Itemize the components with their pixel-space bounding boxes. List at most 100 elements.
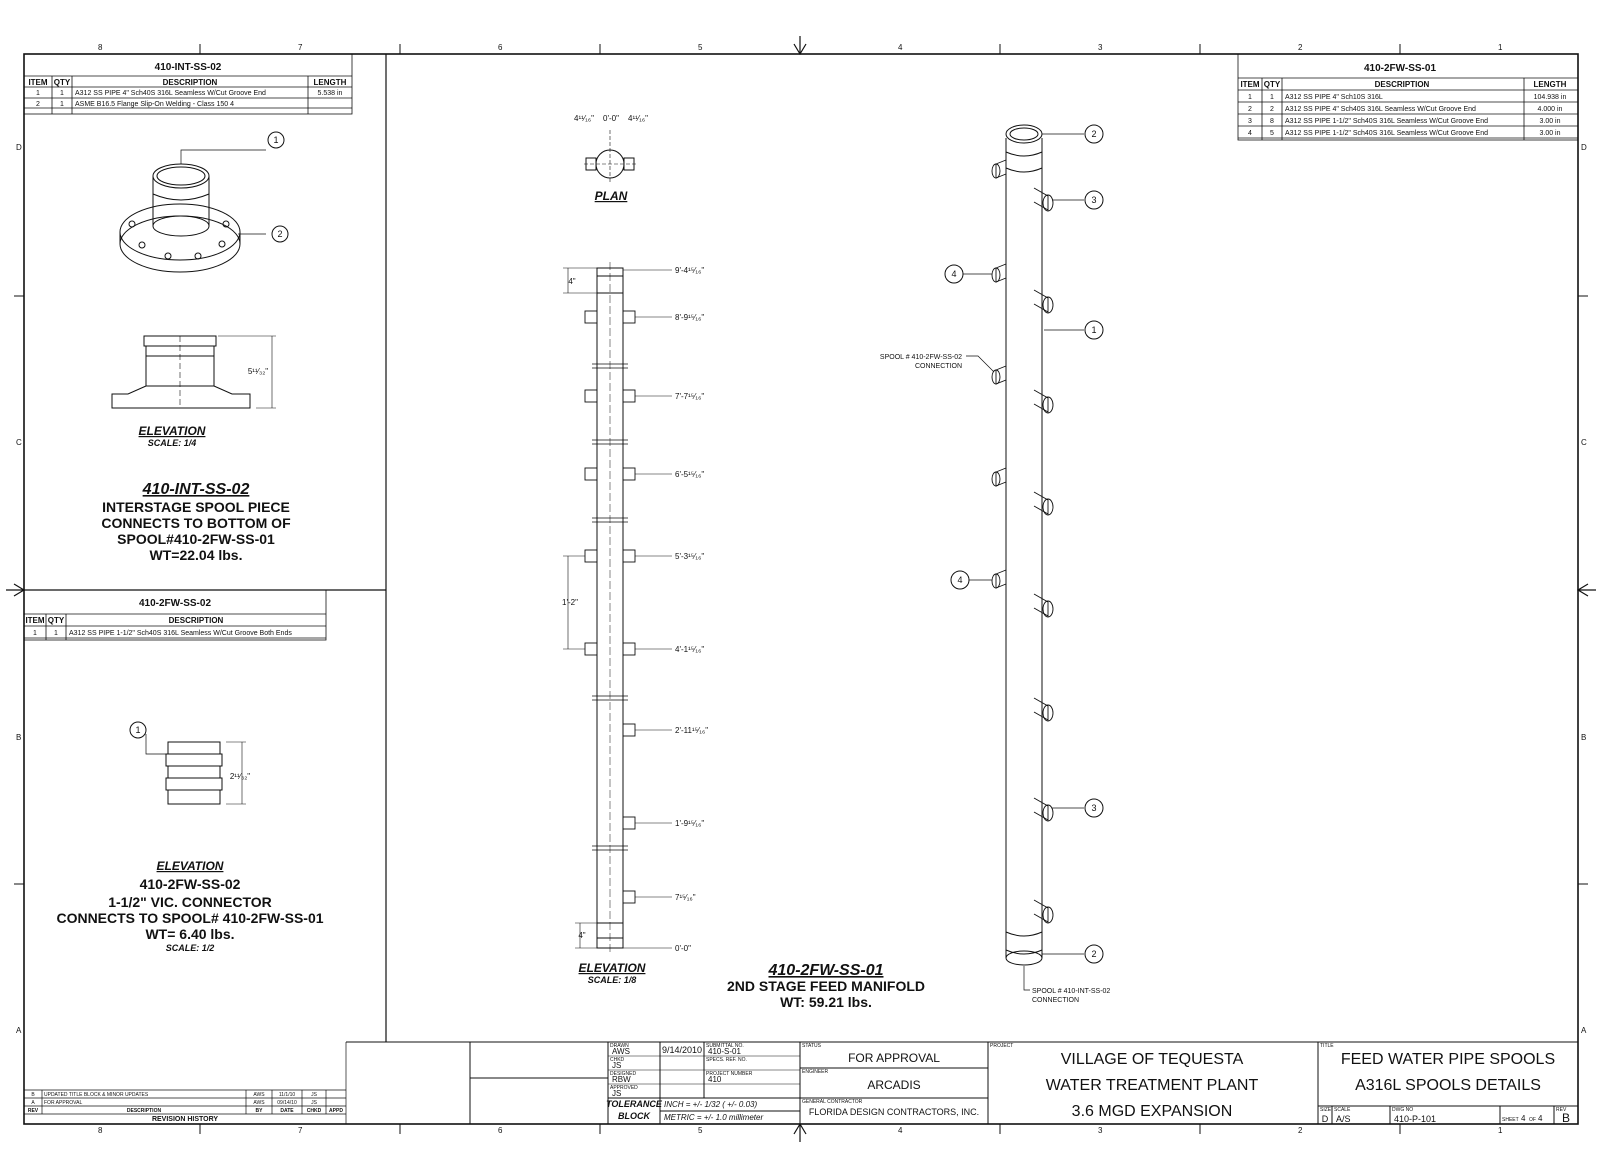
cell: A312 SS PIPE 4" Sch10S 316L: [1285, 94, 1383, 101]
col-item: ITEM: [28, 78, 47, 87]
iso-note-top-2: CONNECTION: [915, 363, 962, 370]
iso-balloon-4-top: 4: [944, 264, 964, 284]
cell: 4.000 in: [1538, 106, 1563, 113]
project-label: PROJECT: [990, 1043, 1013, 1049]
engineer-value: ARCADIS: [867, 1078, 920, 1092]
zone-bottom-6: 6: [498, 1126, 503, 1135]
svg-text:4: 4: [957, 575, 962, 585]
svg-text:1: 1: [135, 725, 140, 735]
svg-text:3: 3: [1091, 195, 1096, 205]
of-label: OF: [1529, 1117, 1536, 1123]
bom-title: 410-INT-SS-02: [155, 62, 222, 73]
zone-bottom-7: 7: [298, 1126, 303, 1135]
rev-hdr-by: BY: [256, 1108, 264, 1114]
tolerance-metric: METRIC = +/- 1.0 millimeter: [664, 1113, 763, 1122]
rev-title: REVISION HISTORY: [152, 1116, 218, 1123]
cell: A312 SS PIPE 4" Sch40S 316L Seamless W/C…: [75, 90, 266, 97]
cell: 1: [54, 630, 58, 637]
manifold-plan-view: [584, 130, 636, 182]
vic-line1: 1-1/2" VIC. CONNECTOR: [108, 894, 272, 910]
balloon-int-2: 2: [271, 225, 289, 243]
iso-branch-right: [1033, 187, 1054, 924]
manifold-line2: WT: 59.21 lbs.: [780, 994, 872, 1010]
dwg-value: 410-P-101: [1394, 1114, 1436, 1124]
rev-b-desc: UPDATED TITLE BLOCK & MINOR UPDATES: [44, 1092, 149, 1098]
int-spool-iso-view: [119, 149, 266, 273]
iso-balloon-2-top: 2: [1084, 124, 1104, 144]
cell: 1: [1248, 94, 1252, 101]
iso-balloon-3-top: 3: [1084, 190, 1104, 210]
int-spool-line1: INTERSTAGE SPOOL PIECE: [102, 499, 290, 515]
tolerance-label: TOLERANCE: [606, 1099, 663, 1109]
revision-history: B UPDATED TITLE BLOCK & MINOR UPDATES AW…: [24, 1042, 347, 1124]
cell: 2: [1248, 106, 1252, 113]
elev-dim-5-3: 5'-3¹⁵⁄₁₆": [675, 552, 704, 561]
zone-right-d: D: [1581, 143, 1587, 152]
cell: 1: [60, 90, 64, 97]
elev-dim-4-bottom: 4": [578, 931, 585, 940]
rev-hdr-rev: REV: [28, 1108, 39, 1114]
cell: 3.00 in: [1539, 118, 1560, 125]
cell: ASME B16.5 Flange Slip-On Welding - Clas…: [75, 101, 234, 108]
zone-bottom-1: 1: [1498, 1126, 1503, 1135]
tolerance-block: BLOCK: [618, 1111, 651, 1121]
status-value: FOR APPROVAL: [848, 1051, 940, 1065]
submittal-value: 410-S-01: [708, 1047, 741, 1056]
elev-dim-6-5: 6'-5¹⁵⁄₁₆": [675, 470, 704, 479]
zone-bottom-8: 8: [98, 1126, 103, 1135]
manifold-elev-scale: SCALE: 1/8: [588, 975, 637, 985]
project-line2: WATER TREATMENT PLANT: [1046, 1077, 1259, 1094]
svg-text:2: 2: [1091, 949, 1096, 959]
vic-name: 410-2FW-SS-02: [140, 876, 241, 892]
project-no-label: PROJECT NUMBER: [706, 1071, 753, 1077]
int-spool-line4: WT=22.04 lbs.: [150, 547, 243, 563]
col-qty: QTY: [48, 616, 65, 625]
cell: A312 SS PIPE 1-1/2" Sch40S 316L Seamless…: [1285, 118, 1488, 125]
drawn-value: AWS: [612, 1047, 630, 1056]
bom-table-2fw-ss-02: 410-2FW-SS-02 ITEM QTY DESCRIPTION 1 1 A…: [23, 589, 327, 641]
svg-text:2: 2: [277, 229, 282, 239]
manifold-name: 410-2FW-SS-01: [768, 962, 884, 979]
plan-dim-center: 0'-0": [603, 114, 619, 123]
bom-title: 410-2FW-SS-02: [139, 598, 211, 609]
rev-b-by: AWS: [253, 1092, 265, 1098]
rev-hdr-desc: DESCRIPTION: [127, 1108, 162, 1114]
int-elev-scale: SCALE: 1/4: [148, 438, 197, 448]
title-line2: A316L SPOOLS DETAILS: [1355, 1077, 1541, 1094]
iso-balloon-1: 1: [1084, 320, 1104, 340]
col-description: DESCRIPTION: [1375, 80, 1430, 89]
chkd-label: CHKD: [610, 1057, 625, 1063]
iso-balloon-2-bottom: 2: [1084, 944, 1104, 964]
iso-branch-left: [991, 159, 1007, 589]
zone-top-7: 7: [298, 43, 303, 52]
svg-text:4: 4: [951, 269, 956, 279]
cell: 3.00 in: [1539, 130, 1560, 137]
title-block: DRAWN AWS 9/14/2010 CHKD JS DESIGNED RBW…: [346, 1041, 1578, 1125]
zone-bottom-4: 4: [898, 1126, 903, 1135]
zone-right-c: C: [1581, 438, 1587, 447]
spec-label: SPECS. REF. NO.: [706, 1057, 747, 1063]
cell: 5.538 in: [318, 90, 343, 97]
svg-text:1: 1: [1091, 325, 1096, 335]
contractor-label: GENERAL CONTRACTOR: [802, 1099, 863, 1105]
cell: 4: [1248, 130, 1252, 137]
sheet-value: 4: [1521, 1114, 1526, 1123]
manifold-elev-label: ELEVATION: [579, 961, 646, 975]
scale-label: SCALE: [1334, 1107, 1351, 1113]
iso-note-top-1: SPOOL # 410-2FW-SS-02: [880, 354, 962, 361]
drawn-date: 9/14/2010: [662, 1045, 702, 1055]
int-elev-label: ELEVATION: [139, 424, 206, 438]
of-value: 4: [1538, 1114, 1543, 1123]
cell: 1: [36, 90, 40, 97]
rev-hdr-appd: APPD: [329, 1108, 343, 1114]
rev-hdr-chkd: CHKD: [307, 1108, 322, 1114]
elev-dim-0-0: 0'-0": [675, 944, 691, 953]
zone-left-d: D: [16, 143, 22, 152]
col-qty: QTY: [1264, 80, 1281, 89]
int-spool-name: 410-INT-SS-02: [142, 481, 250, 498]
elev-dim-span: 1'-2": [562, 598, 578, 607]
col-description: DESCRIPTION: [169, 616, 224, 625]
elev-dim-4-1: 4'-1¹⁵⁄₁₆": [675, 645, 704, 654]
rev-a-chkd: JS: [311, 1100, 318, 1106]
cell: 1: [33, 630, 37, 637]
